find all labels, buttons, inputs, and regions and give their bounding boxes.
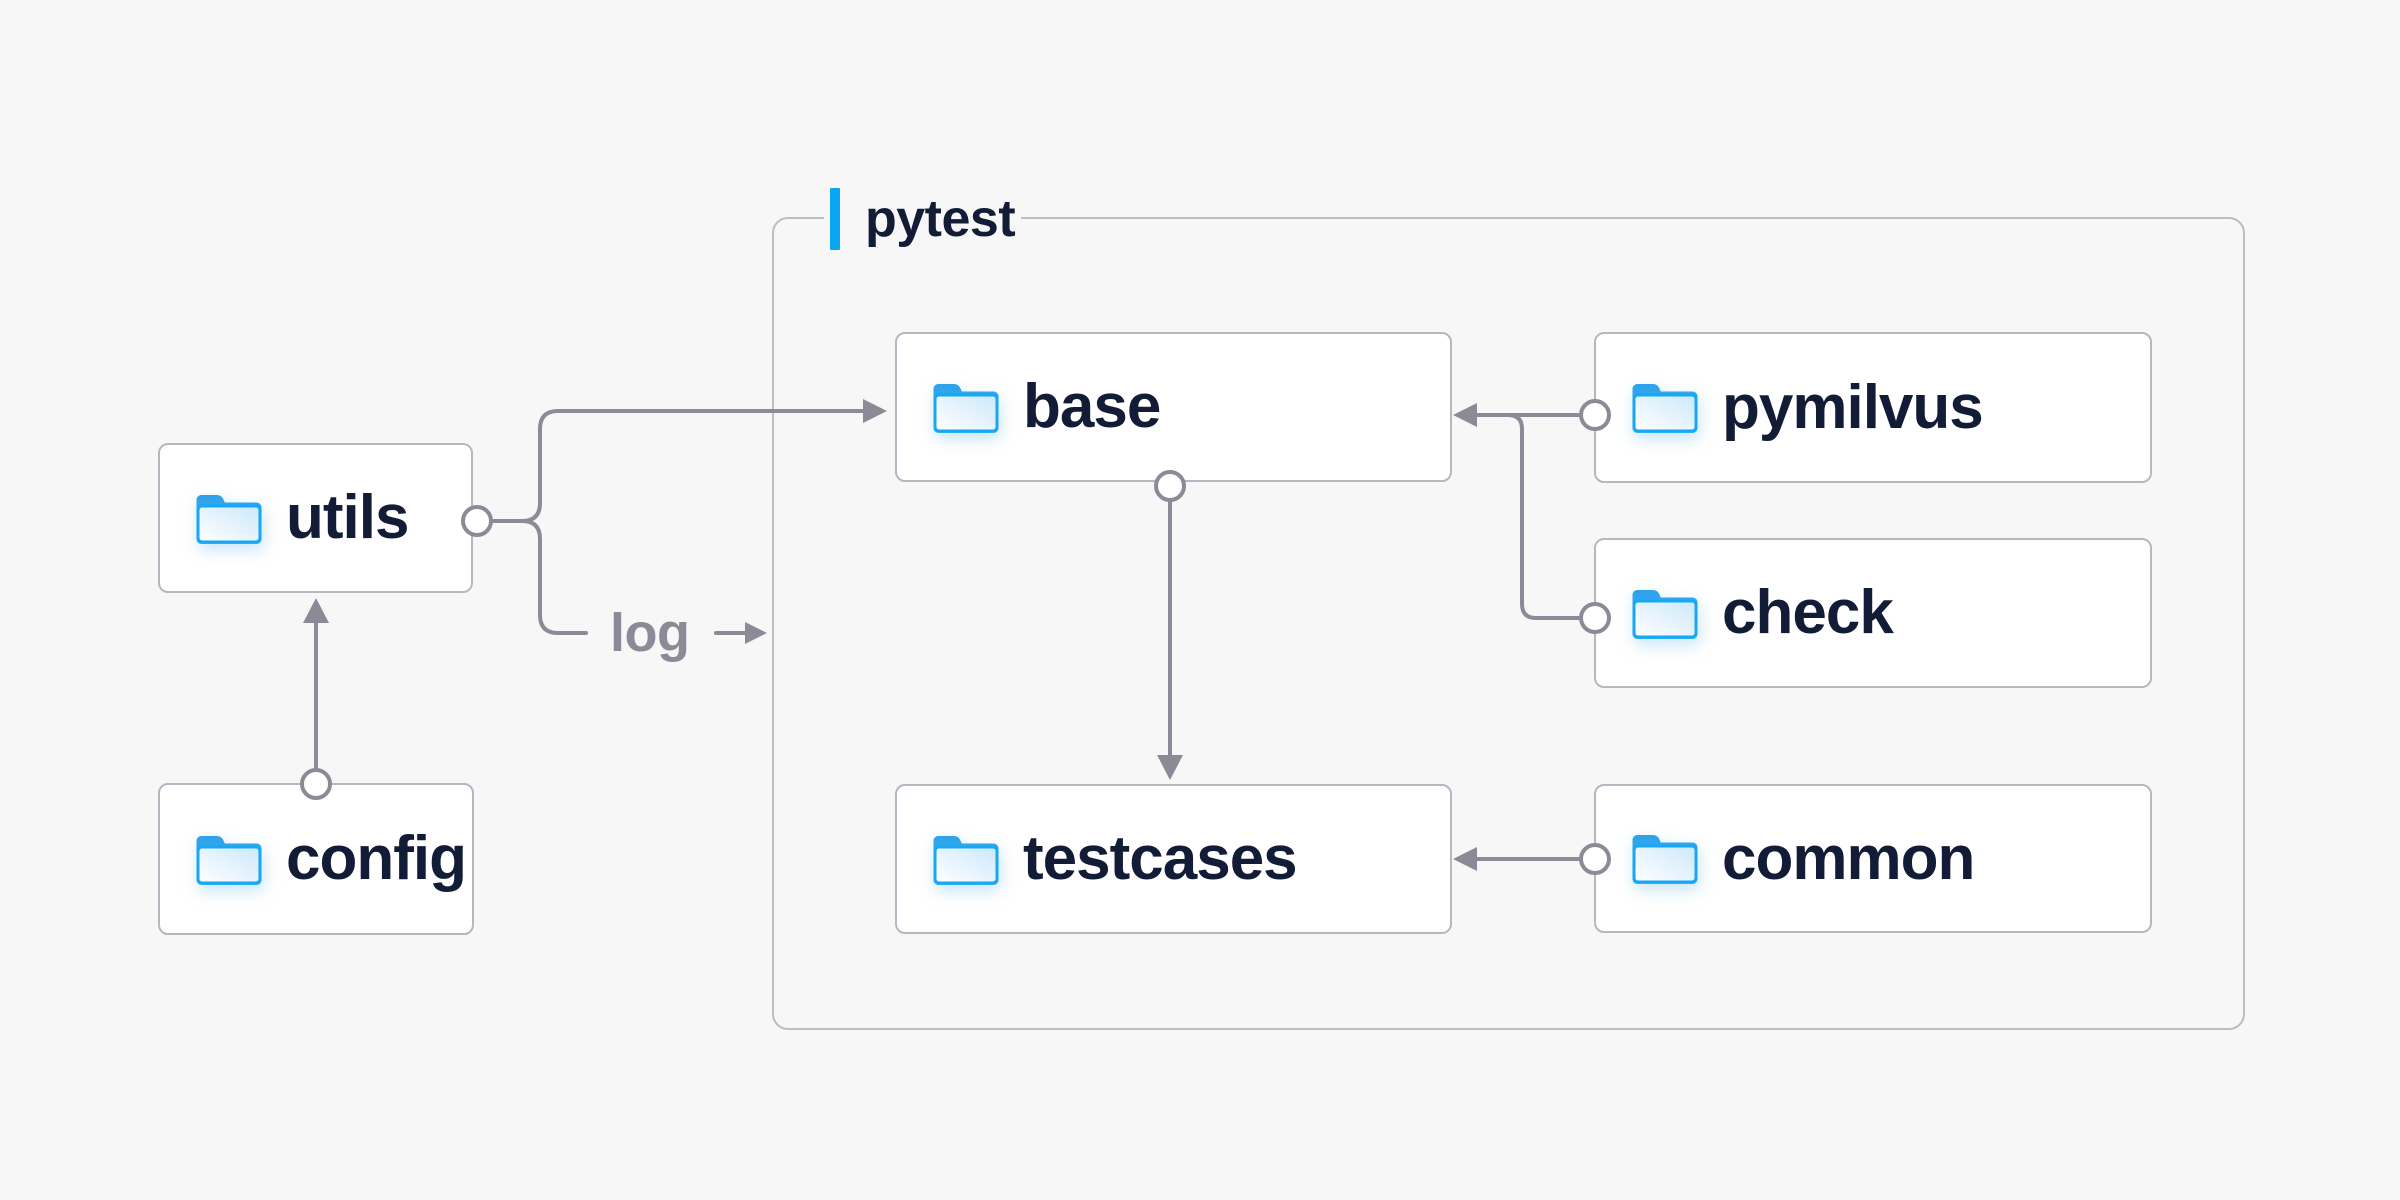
accent-bar <box>830 188 840 250</box>
node-testcases: testcases <box>895 784 1452 934</box>
node-common: common <box>1594 784 2152 933</box>
node-label: common <box>1722 823 1975 893</box>
arrowhead-right-icon <box>745 622 767 644</box>
folder-icon <box>196 494 262 544</box>
edge-label-log: log <box>610 603 690 663</box>
node-label: check <box>1722 578 1894 647</box>
node-label: pymilvus <box>1722 372 1984 442</box>
folder-icon <box>1632 589 1698 639</box>
node-base: base <box>895 332 1452 482</box>
pytest-container-label: pytest <box>824 186 1022 252</box>
node-label: testcases <box>1023 824 1298 893</box>
folder-icon <box>1632 384 1698 433</box>
arrowhead-up-icon <box>303 598 329 623</box>
node-check: check <box>1594 538 2152 688</box>
node-config: config <box>158 783 474 935</box>
pytest-container: pytest <box>772 186 2245 1030</box>
folder-icon <box>933 383 999 433</box>
folder-icon <box>933 835 999 885</box>
node-label: base <box>1023 372 1161 441</box>
node-label: utils <box>286 483 409 552</box>
node-pymilvus: pymilvus <box>1594 332 2152 483</box>
node-utils: utils <box>158 443 473 593</box>
edge-utils-log <box>520 519 588 635</box>
node-label: config <box>286 824 467 893</box>
container-title: pytest <box>865 190 1016 248</box>
folder-icon <box>1632 835 1698 884</box>
folder-icon <box>196 835 262 885</box>
